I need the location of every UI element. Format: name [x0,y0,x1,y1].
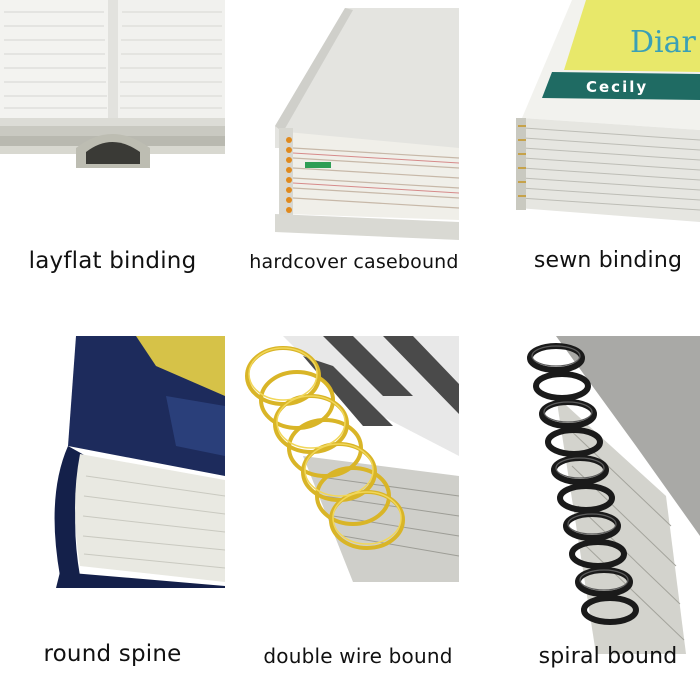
cover-title-text: Diar [630,25,697,60]
spiral-bound-photo [516,336,700,654]
caption-double-wire-bound: double wire bound [263,644,453,668]
spiral-bound-book-illustration [516,336,700,654]
caption-sewn-binding: sewn binding [533,248,683,273]
sewn-book-illustration: Cecily Diar [512,0,700,240]
caption-round-spine: round spine [43,641,182,667]
layflat-binding-photo [0,0,225,172]
sewn-binding-photo: Cecily Diar [512,0,700,240]
double-wire-bound-photo [243,336,459,582]
casebound-book-illustration [275,8,459,240]
caption-spiral-bound: spiral bound [538,644,678,669]
hardcover-casebound-photo [275,8,459,240]
layflat-book-illustration [0,0,225,172]
round-spine-photo [46,336,225,588]
wire-bound-book-illustration [243,336,459,582]
caption-layflat-binding: layflat binding [28,248,197,274]
round-spine-book-illustration [46,336,225,588]
caption-hardcover-casebound: hardcover casebound [249,251,459,273]
cover-author-text: Cecily [586,78,648,96]
